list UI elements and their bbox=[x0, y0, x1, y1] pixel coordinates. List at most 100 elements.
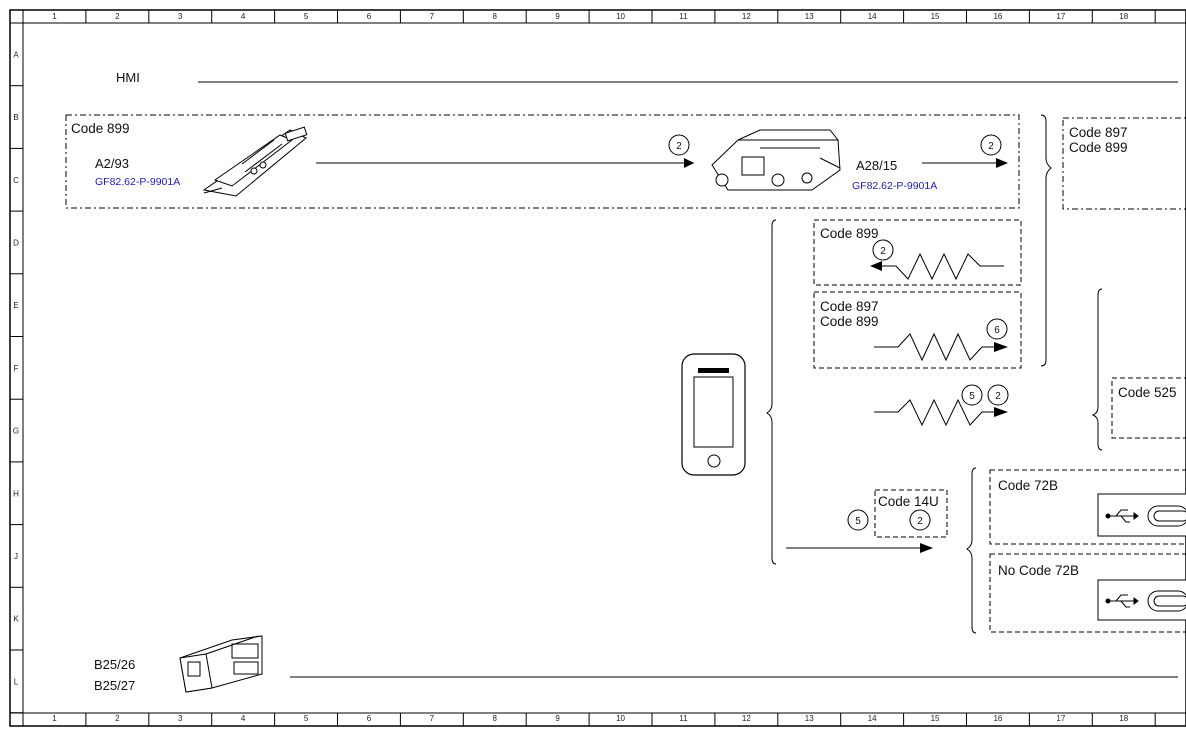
column-label: 14 bbox=[868, 714, 877, 723]
column-label: 10 bbox=[616, 12, 625, 21]
row-label: C bbox=[13, 176, 19, 185]
row-label: A bbox=[13, 50, 19, 59]
column-label: 1 bbox=[52, 12, 57, 21]
usb-icon bbox=[1105, 594, 1139, 608]
no-code-72b-box bbox=[989, 553, 1186, 633]
a28-15-label: A28/15 bbox=[856, 158, 897, 173]
column-label: 11 bbox=[679, 12, 688, 21]
column-label: 18 bbox=[1119, 12, 1128, 21]
row-label: G bbox=[13, 427, 19, 436]
column-label: 6 bbox=[367, 714, 372, 723]
column-label: 7 bbox=[430, 12, 435, 21]
marker-g1: 5 bbox=[969, 391, 975, 402]
drawing-frame bbox=[9, 9, 1186, 727]
row-label: F bbox=[14, 364, 19, 373]
column-label: 12 bbox=[742, 714, 751, 723]
code-14u-box bbox=[874, 489, 948, 538]
column-ruler-ticks bbox=[22, 10, 1156, 726]
code-525-label: Code 525 bbox=[1118, 385, 1177, 400]
column-label: 2 bbox=[115, 714, 120, 723]
usb-port-panel-2 bbox=[1097, 579, 1186, 621]
arrowhead-a28-out bbox=[996, 158, 1008, 168]
a2-93-component-image bbox=[202, 126, 308, 197]
marker-circle-top-right bbox=[980, 134, 1002, 156]
column-label: 1 bbox=[52, 714, 57, 723]
usb-port-panel-1 bbox=[1097, 493, 1186, 537]
row-label: B bbox=[13, 113, 18, 122]
marker-d: 2 bbox=[880, 246, 886, 257]
column-label: 5 bbox=[304, 12, 309, 21]
marker-g2: 2 bbox=[995, 391, 1001, 402]
brace-code-525 bbox=[1091, 288, 1103, 451]
row-label: H bbox=[13, 489, 19, 498]
usb-c-port-icon bbox=[1147, 590, 1186, 612]
row-label: K bbox=[13, 615, 19, 624]
code-72b-box bbox=[989, 469, 1186, 545]
arrowhead-g bbox=[994, 407, 1008, 417]
column-label: 12 bbox=[742, 12, 751, 21]
column-label: 4 bbox=[241, 12, 246, 21]
arrowhead-usb bbox=[920, 543, 933, 553]
hmi-label: HMI bbox=[116, 70, 140, 85]
marker-e: 6 bbox=[994, 325, 1000, 336]
brace-right-top bbox=[1040, 114, 1052, 367]
column-label: 17 bbox=[1056, 12, 1065, 21]
column-label: 16 bbox=[993, 714, 1002, 723]
column-label: 2 bbox=[115, 12, 120, 21]
a28-15-link[interactable]: GF82.62-P-9901A bbox=[852, 180, 937, 192]
b25-component-image bbox=[179, 635, 263, 693]
arrowhead-d bbox=[870, 261, 882, 271]
column-label: 10 bbox=[616, 714, 625, 723]
zigzag-d bbox=[880, 252, 1004, 281]
usb-c-port-icon bbox=[1147, 505, 1186, 527]
row-label: L bbox=[14, 677, 19, 686]
marker-top-left: 2 bbox=[676, 141, 682, 152]
code-899-e-label: Code 899 bbox=[820, 314, 879, 329]
code-899-right-label: Code 899 bbox=[1069, 140, 1128, 155]
column-label: 18 bbox=[1119, 714, 1128, 723]
code-897-right-label: Code 897 bbox=[1069, 125, 1128, 140]
column-label: 13 bbox=[805, 12, 814, 21]
usb-c-port-inner-icon bbox=[1153, 510, 1186, 522]
code-899-group-box bbox=[65, 114, 1020, 209]
marker-h-out: 5 bbox=[855, 516, 861, 527]
b25-26-label: B25/26 bbox=[94, 657, 135, 672]
column-label: 16 bbox=[993, 12, 1002, 21]
code-897-e-label: Code 897 bbox=[820, 299, 879, 314]
a2-93-link[interactable]: GF82.62-P-9901A bbox=[95, 176, 180, 188]
no-code-72b-label: No Code 72B bbox=[998, 563, 1079, 578]
brace-middle bbox=[766, 219, 777, 565]
column-label: 5 bbox=[304, 714, 309, 723]
smartphone-icon bbox=[681, 353, 746, 476]
marker-top-right: 2 bbox=[988, 141, 994, 152]
brace-usb bbox=[966, 467, 977, 634]
marker-circle-top-left bbox=[668, 134, 690, 156]
column-label: 15 bbox=[931, 714, 940, 723]
column-label: 13 bbox=[805, 714, 814, 723]
marker-circle-h-out bbox=[847, 509, 869, 531]
marker-circle-d bbox=[872, 239, 894, 261]
marker-h-in: 2 bbox=[917, 516, 923, 527]
column-label: 6 bbox=[367, 12, 372, 21]
a2-93-label: A2/93 bbox=[95, 156, 129, 171]
column-label: 8 bbox=[493, 12, 498, 21]
code-897-899-right-box bbox=[1062, 117, 1186, 210]
column-label: 15 bbox=[931, 12, 940, 21]
row-label: E bbox=[13, 301, 18, 310]
column-label: 14 bbox=[868, 12, 877, 21]
arrowhead-a2-to-a28 bbox=[684, 158, 694, 168]
column-label: 11 bbox=[679, 714, 688, 723]
column-label: 8 bbox=[493, 714, 498, 723]
code-899-d-label: Code 899 bbox=[820, 226, 879, 241]
code-72b-label: Code 72B bbox=[998, 478, 1058, 493]
row-label: D bbox=[13, 238, 19, 247]
arrowhead-e bbox=[994, 342, 1008, 352]
column-label: 3 bbox=[178, 12, 183, 21]
code-899-main-label: Code 899 bbox=[71, 121, 130, 136]
code-525-box bbox=[1111, 377, 1186, 439]
usb-c-port-inner-icon bbox=[1153, 595, 1186, 607]
column-label: 9 bbox=[555, 714, 560, 723]
